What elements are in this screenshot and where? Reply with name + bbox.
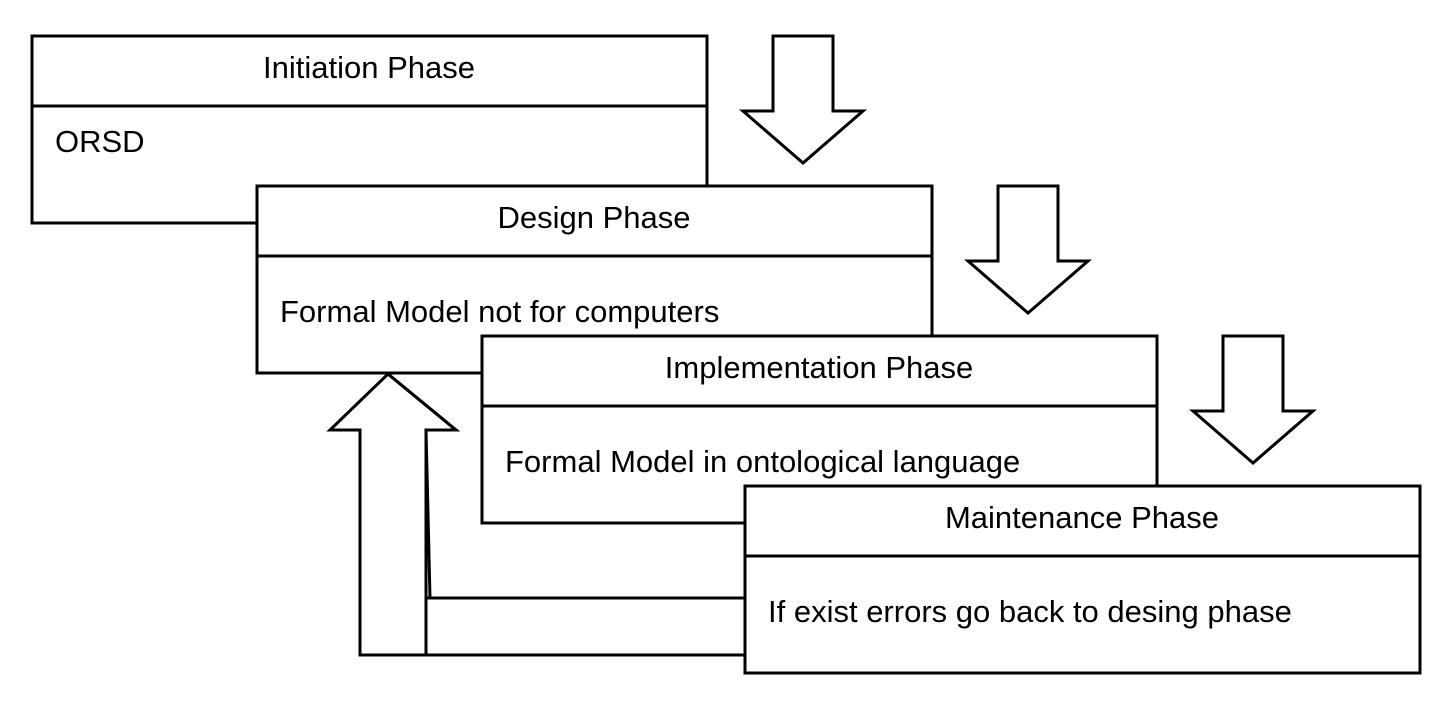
phase-initiation-body: ORSD [55, 124, 145, 159]
arrow-down-icon [963, 184, 1093, 315]
phase-implementation-body: Formal Model in ontological language [505, 444, 1020, 479]
phase-implementation-title: Implementation Phase [665, 350, 973, 385]
arrow-down-icon [738, 34, 868, 165]
phase-maintenance-title: Maintenance Phase [945, 500, 1219, 535]
phase-initiation-title: Initiation Phase [263, 50, 475, 85]
phase-maintenance-box [743, 484, 1422, 675]
phase-design-body: Formal Model not for computers [280, 294, 719, 329]
phase-design-title: Design Phase [497, 200, 690, 235]
phase-maintenance: Maintenance Phase If exist errors go bac… [743, 484, 1422, 675]
phase-maintenance-body: If exist errors go back to desing phase [768, 594, 1292, 629]
arrow-down-icon [1188, 334, 1318, 465]
